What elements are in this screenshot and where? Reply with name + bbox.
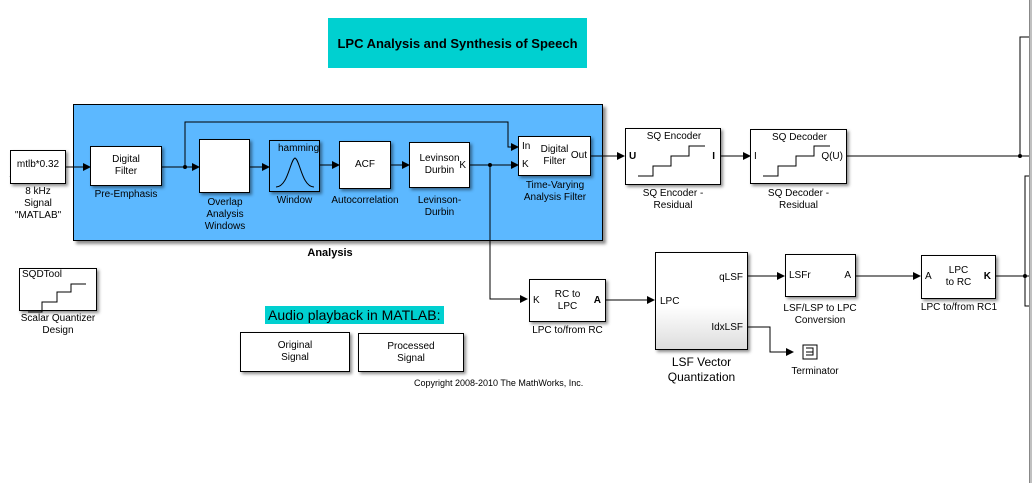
source-text: mtlb*0.32	[16, 159, 60, 170]
copyright-text: Copyright 2008-2010 The MathWorks, Inc.	[414, 378, 584, 388]
pre-emphasis-label: Pre-Emphasis	[94, 189, 158, 200]
acf-label: Autocorrelation	[331, 195, 399, 206]
sq-decoder-label: SQ Decoder -Residual	[767, 188, 830, 211]
sqdtool-block[interactable]: SQDTool	[19, 268, 97, 311]
wire-lsfvq-terminator	[748, 326, 794, 356]
lpc-to-rc-label: LPC to/from RC1	[920, 302, 998, 313]
wire-bypass-tvfilter	[184, 121, 519, 167]
window-text: hamming	[278, 143, 320, 154]
sq-decoder-stair-icon	[763, 145, 830, 177]
terminator-block[interactable]	[800, 342, 820, 362]
window-label: Window	[276, 195, 313, 206]
signal-source-block[interactable]: mtlb*0.32	[10, 150, 66, 184]
hamming-window-icon	[275, 157, 315, 188]
sq-encoder-stair-icon	[638, 145, 705, 177]
audio-playback-title: Audio playback in MATLAB:	[265, 306, 444, 324]
model-title-text: LPC Analysis and Synthesis of Speech	[337, 35, 578, 51]
rc-to-lpc-label: LPC to/from RC	[532, 325, 603, 336]
levinson-label: Levinson-Durbin	[417, 195, 462, 218]
terminator-label: Terminator	[791, 366, 839, 377]
scrollbar-edge[interactable]	[1029, 0, 1032, 483]
overlap-analysis-block[interactable]	[199, 139, 250, 193]
analysis-subsystem-label: Analysis	[307, 247, 353, 259]
wire-branch-up	[1019, 36, 1029, 156]
window-block[interactable]: hamming	[269, 140, 320, 192]
wire-levinson-rc2lpc	[489, 165, 528, 303]
sq-encoder-label: SQ Encoder -Residual	[642, 188, 704, 211]
acf-block[interactable]: ACF	[339, 141, 391, 189]
wire-bracket-right	[1024, 175, 1029, 307]
model-title: LPC Analysis and Synthesis of Speech	[328, 18, 587, 68]
